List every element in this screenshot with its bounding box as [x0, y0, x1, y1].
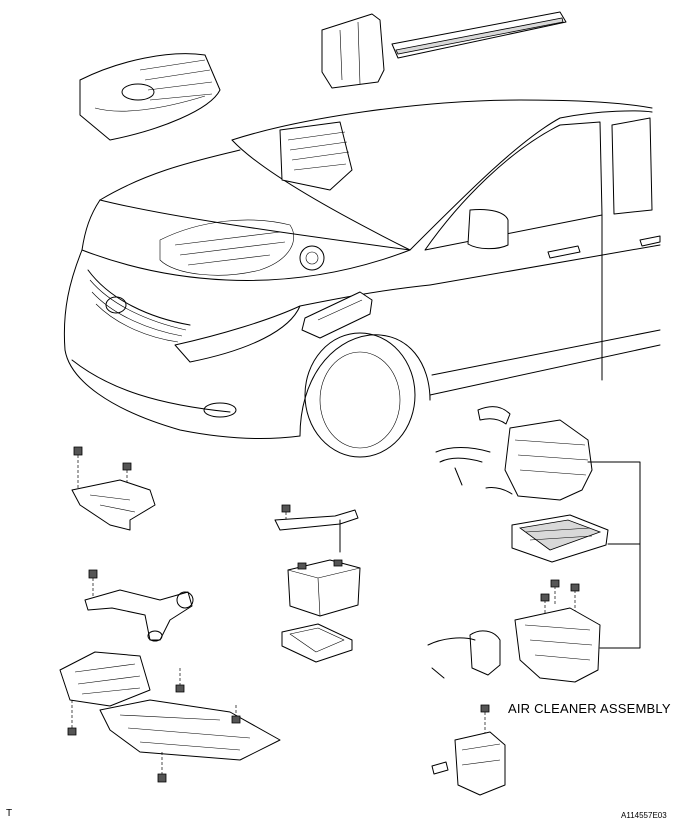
vehicle-outline	[63, 99, 661, 458]
air-inlet-duct-left	[84, 569, 194, 642]
air-cleaner-assembly-bracket	[587, 461, 641, 649]
intake-resonator-on-car	[301, 291, 373, 339]
sill-strip-part	[391, 11, 567, 59]
cowl-panel-part	[321, 13, 385, 89]
air-filter-element-part	[511, 514, 609, 563]
resonator-part	[431, 704, 506, 796]
air-cleaner-cap-part	[435, 406, 593, 501]
battery-clamp-part	[274, 504, 359, 553]
air-cleaner-case-part	[427, 579, 601, 683]
inlet-duct-on-car	[279, 121, 353, 191]
battery-tray-part	[281, 623, 353, 663]
engine-under-cover-part	[59, 651, 281, 783]
engine-cover-part	[79, 53, 221, 141]
air-cleaner-assembly-label: AIR CLEANER ASSEMBLY	[508, 701, 671, 716]
bracket-assembly-left	[71, 446, 156, 531]
battery-part	[287, 559, 361, 617]
corner-mark: T	[6, 808, 13, 819]
figure-code: A114557E03	[621, 811, 667, 820]
